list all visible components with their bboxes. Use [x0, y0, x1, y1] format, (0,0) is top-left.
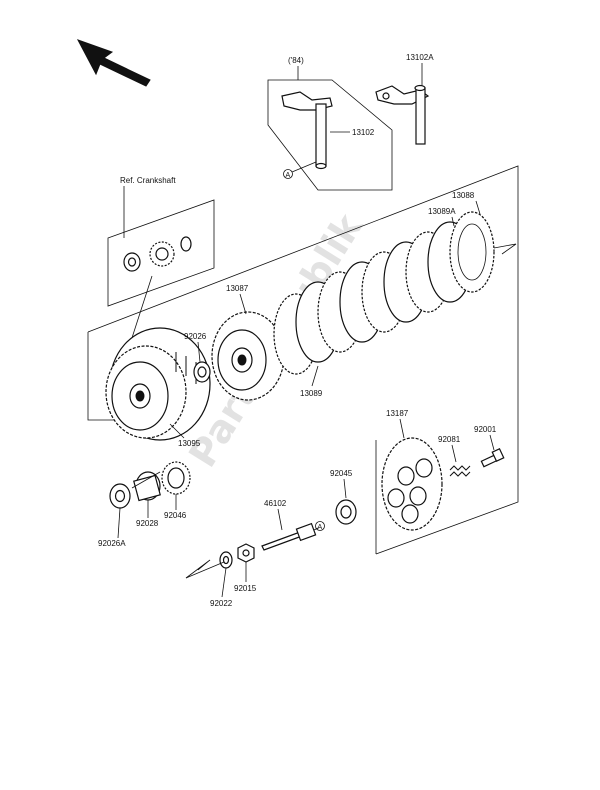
marker-a-top: A — [283, 169, 293, 179]
label-92022: 92022 — [210, 599, 233, 608]
spring-92081 — [449, 465, 471, 477]
push-rod-46102 — [261, 522, 317, 551]
clutch-hub-13087 — [211, 311, 285, 401]
washer-92026a — [109, 483, 131, 509]
label-13089: 13089 — [300, 389, 323, 398]
label-13187: 13187 — [386, 409, 409, 418]
shift-lever-84-group — [267, 79, 393, 191]
label-92015: 92015 — [234, 584, 257, 593]
washer-92026 — [193, 361, 211, 383]
marker-a-mid: A — [315, 521, 325, 531]
shift-lever-13102a — [375, 84, 430, 145]
label-13088: 13088 — [452, 191, 475, 200]
label-92026a: 92026A — [98, 539, 126, 548]
label-13089a: 13089A — [428, 207, 456, 216]
pressure-plate-13187 — [381, 437, 443, 531]
bearing-92045 — [335, 499, 357, 525]
sleeve-92028 — [133, 471, 161, 502]
label-92026: 92026 — [184, 332, 207, 341]
label-13095: 13095 — [178, 439, 201, 448]
front-arrow-icon — [76, 39, 151, 87]
clutch-plates-stack — [273, 211, 495, 375]
label-13087: 13087 — [226, 284, 249, 293]
needle-bearing-92046 — [161, 461, 191, 495]
label-46102: 46102 — [264, 499, 287, 508]
nut-92015 — [237, 543, 255, 563]
label-13102: 13102 — [352, 128, 375, 137]
svg-text:A: A — [286, 172, 291, 179]
label-92045: 92045 — [330, 469, 353, 478]
label-92081: 92081 — [438, 435, 461, 444]
bolt-92001 — [480, 447, 505, 468]
frame-top — [87, 165, 519, 555]
label-92046: 92046 — [164, 511, 187, 520]
washer-92022 — [219, 551, 233, 569]
crankshaft-ref-group — [107, 199, 215, 307]
label-92028: 92028 — [136, 519, 159, 528]
clutch-housing-13095 — [105, 327, 211, 441]
label-84: ('84) — [288, 56, 304, 65]
label-92001: 92001 — [474, 425, 497, 434]
label-13102a: 13102A — [406, 53, 434, 62]
label-ref-crankshaft: Ref. Crankshaft — [120, 176, 176, 185]
svg-text:A: A — [318, 524, 323, 531]
